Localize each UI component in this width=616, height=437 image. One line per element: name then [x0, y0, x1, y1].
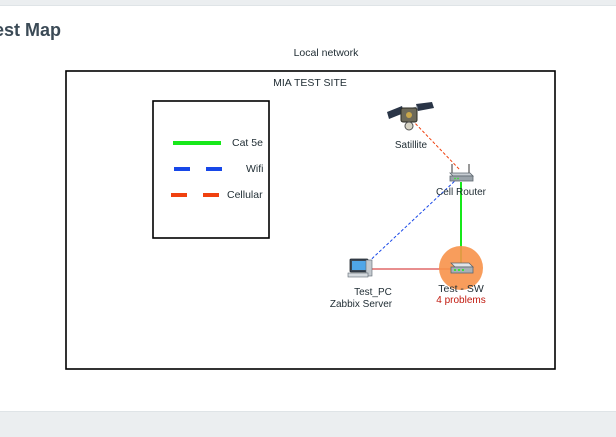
top-bar — [0, 0, 616, 5]
node-switch-problems[interactable]: 4 problems — [436, 295, 485, 306]
node-router[interactable]: Cell Router — [436, 164, 487, 198]
router-icon — [449, 164, 474, 182]
computer-icon — [347, 258, 373, 278]
node-pc-label: Test_PC — [354, 287, 392, 298]
satellite-icon — [387, 102, 434, 131]
map-title: Local network — [294, 47, 360, 59]
node-satellite[interactable]: Satillite — [387, 102, 434, 151]
node-pc-label2: Zabbix Server — [330, 299, 393, 310]
node-pc[interactable]: Test_PC Zabbix Server — [330, 258, 393, 310]
legend-label-cellular: Cellular — [227, 189, 263, 201]
page-title: est Map — [0, 20, 62, 40]
node-switch[interactable]: Test - SW 4 problems — [436, 246, 486, 306]
node-satellite-label: Satillite — [395, 140, 428, 151]
link-satellite-router[interactable] — [411, 119, 461, 171]
site-label: MIA TEST SITE — [273, 77, 347, 89]
legend-label-wifi: Wifi — [246, 163, 264, 175]
switch-icon — [450, 262, 474, 274]
link-router-pc[interactable] — [361, 177, 459, 269]
legend: Cat 5e Wifi Cellular — [152, 100, 270, 239]
node-switch-label: Test - SW — [438, 283, 484, 295]
site-box — [65, 70, 556, 370]
node-router-label: Cell Router — [436, 187, 487, 198]
legend-label-cat5e: Cat 5e — [232, 137, 263, 149]
map-panel: est Map — [0, 5, 616, 412]
